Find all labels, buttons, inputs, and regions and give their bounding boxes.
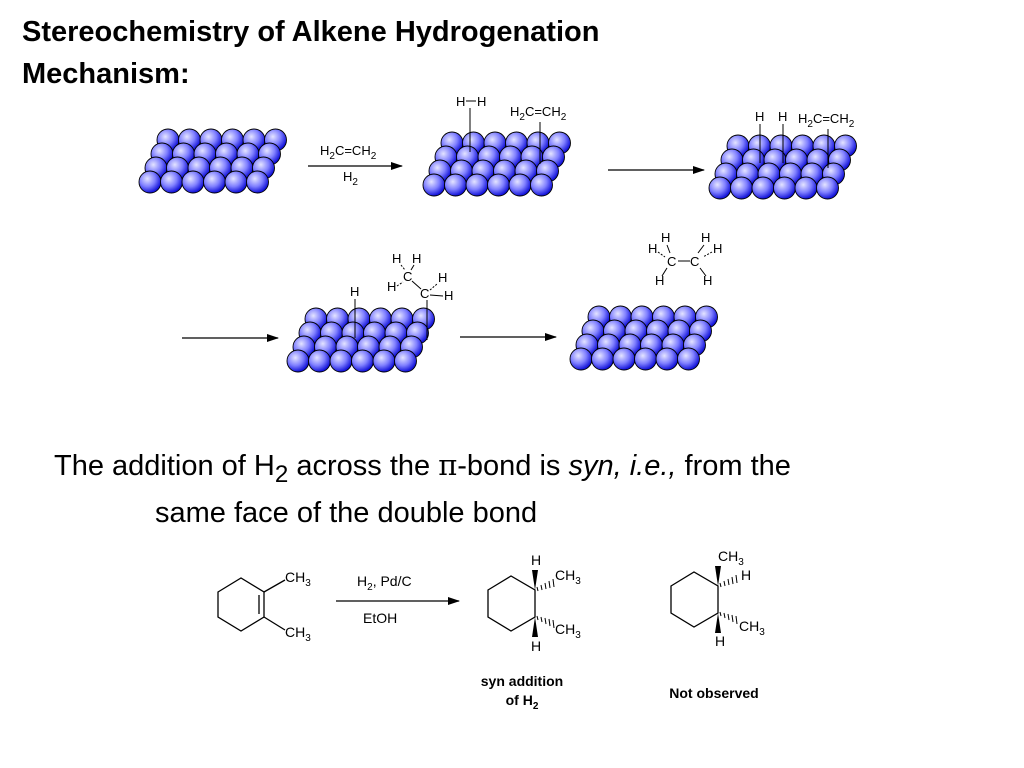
h-atom: H bbox=[444, 288, 453, 303]
adsorbed-ethylene: H2C=CH2 bbox=[510, 104, 567, 164]
metal-atom-sphere bbox=[465, 173, 489, 197]
reagent-conditions-top: H2, Pd/C bbox=[357, 573, 412, 593]
h-atom: H bbox=[477, 94, 486, 109]
metal-atom-sphere bbox=[634, 347, 657, 371]
h-atom: H bbox=[703, 273, 712, 288]
c-atom: C bbox=[420, 286, 429, 301]
h-atom: H bbox=[531, 552, 541, 568]
metal-atom-sphere bbox=[508, 173, 532, 197]
metal-atom-sphere bbox=[816, 176, 839, 200]
syn-product: H CH3 CH3 H syn addition of H2 bbox=[481, 552, 581, 712]
h-atom: H bbox=[350, 284, 359, 299]
catalyst-surface-2 bbox=[422, 131, 571, 197]
metal-atom-sphere bbox=[138, 170, 162, 194]
anti-product-not-observed: CH3 H CH3 H Not observed bbox=[669, 548, 765, 701]
metal-atom-sphere bbox=[372, 349, 396, 373]
metal-atom-sphere bbox=[444, 173, 467, 197]
metal-atom-sphere bbox=[246, 170, 269, 194]
syn-addition-statement: The addition of H2 across the π-bond is … bbox=[54, 448, 791, 529]
methyl-label: CH3 bbox=[555, 567, 581, 587]
catalyst-surface-4 bbox=[286, 307, 435, 373]
metal-atom-sphere bbox=[612, 347, 636, 371]
not-observed-label: Not observed bbox=[669, 685, 758, 701]
metal-atom-sphere bbox=[329, 349, 353, 373]
metal-atom-sphere bbox=[487, 173, 510, 197]
metal-atom-sphere bbox=[677, 347, 700, 371]
h-atom: H bbox=[648, 241, 657, 256]
metal-atom-sphere bbox=[394, 349, 417, 373]
h-atom: H bbox=[438, 270, 447, 285]
metal-atom-sphere bbox=[569, 347, 593, 371]
methyl-label: CH3 bbox=[739, 618, 765, 638]
c-atom: C bbox=[403, 269, 412, 284]
h-atom: H bbox=[701, 230, 710, 245]
metal-atom-sphere bbox=[773, 176, 796, 200]
dissociated-hydrogen: H H bbox=[755, 109, 787, 163]
metal-atom-sphere bbox=[530, 173, 553, 197]
h-atom: H bbox=[715, 633, 725, 649]
h-atom: H bbox=[412, 251, 421, 266]
methyl-label: CH3 bbox=[555, 621, 581, 641]
page-title: Stereochemistry of Alkene Hydrogenation bbox=[22, 16, 600, 48]
h-atom: H bbox=[655, 273, 664, 288]
methyl-label: CH3 bbox=[718, 548, 744, 568]
h-atom: H bbox=[387, 279, 396, 294]
metal-atom-sphere bbox=[794, 176, 818, 200]
metal-atom-sphere bbox=[591, 347, 614, 371]
metal-atom-sphere bbox=[160, 170, 183, 194]
reactant-dimethylcyclohexene: CH3 CH3 bbox=[217, 569, 311, 644]
syn-addition-label-line2: of H2 bbox=[506, 692, 539, 712]
metal-atom-sphere bbox=[751, 176, 775, 200]
h-atom: H bbox=[531, 638, 541, 654]
reagent-conditions-bottom: EtOH bbox=[363, 610, 397, 626]
adsorbed-h2: H H bbox=[456, 94, 486, 152]
catalyst-surface-3 bbox=[708, 134, 857, 200]
c-atom: C bbox=[667, 254, 676, 269]
ethane-product: H H C H C H H H bbox=[648, 230, 722, 288]
h-atom: H bbox=[755, 109, 764, 124]
ethylene-label: H2C=CH2 bbox=[798, 111, 855, 130]
surface-h-atom: H bbox=[350, 284, 359, 338]
h-atom: H bbox=[661, 230, 670, 245]
metal-atom-sphere bbox=[286, 349, 310, 373]
reagent-hydrogen-label: H2 bbox=[343, 169, 358, 188]
h-atom: H bbox=[713, 241, 722, 256]
metal-atom-sphere bbox=[730, 176, 753, 200]
c-atom: C bbox=[690, 254, 699, 269]
h-atom: H bbox=[456, 94, 465, 109]
metal-atom-sphere bbox=[422, 173, 446, 197]
catalyst-surface-1 bbox=[138, 128, 287, 194]
metal-atom-sphere bbox=[181, 170, 205, 194]
ethylene-label: H2C=CH2 bbox=[510, 104, 567, 123]
metal-atom-sphere bbox=[351, 349, 374, 373]
reaction-arrow: H2, Pd/C EtOH bbox=[336, 573, 460, 626]
reagent-arrow-1: H2C=CH2 H2 bbox=[308, 143, 403, 188]
reagent-ethylene-label: H2C=CH2 bbox=[320, 143, 377, 162]
methyl-label: CH3 bbox=[285, 624, 311, 644]
mechanism-heading: Mechanism: bbox=[22, 58, 190, 90]
metal-atom-sphere bbox=[203, 170, 226, 194]
methyl-label: CH3 bbox=[285, 569, 311, 589]
catalyst-surface-5 bbox=[569, 305, 718, 371]
metal-atom-sphere bbox=[224, 170, 248, 194]
h-atom: H bbox=[392, 251, 401, 266]
h-atom: H bbox=[778, 109, 787, 124]
syn-addition-label-line1: syn addition bbox=[481, 673, 563, 689]
metal-atom-sphere bbox=[708, 176, 732, 200]
adsorbed-ethylene-2: H2C=CH2 bbox=[798, 111, 855, 168]
metal-atom-sphere bbox=[655, 347, 679, 371]
ethyl-intermediate: H H C H C H H bbox=[387, 251, 453, 340]
h-atom: H bbox=[741, 567, 751, 583]
metal-atom-sphere bbox=[308, 349, 331, 373]
